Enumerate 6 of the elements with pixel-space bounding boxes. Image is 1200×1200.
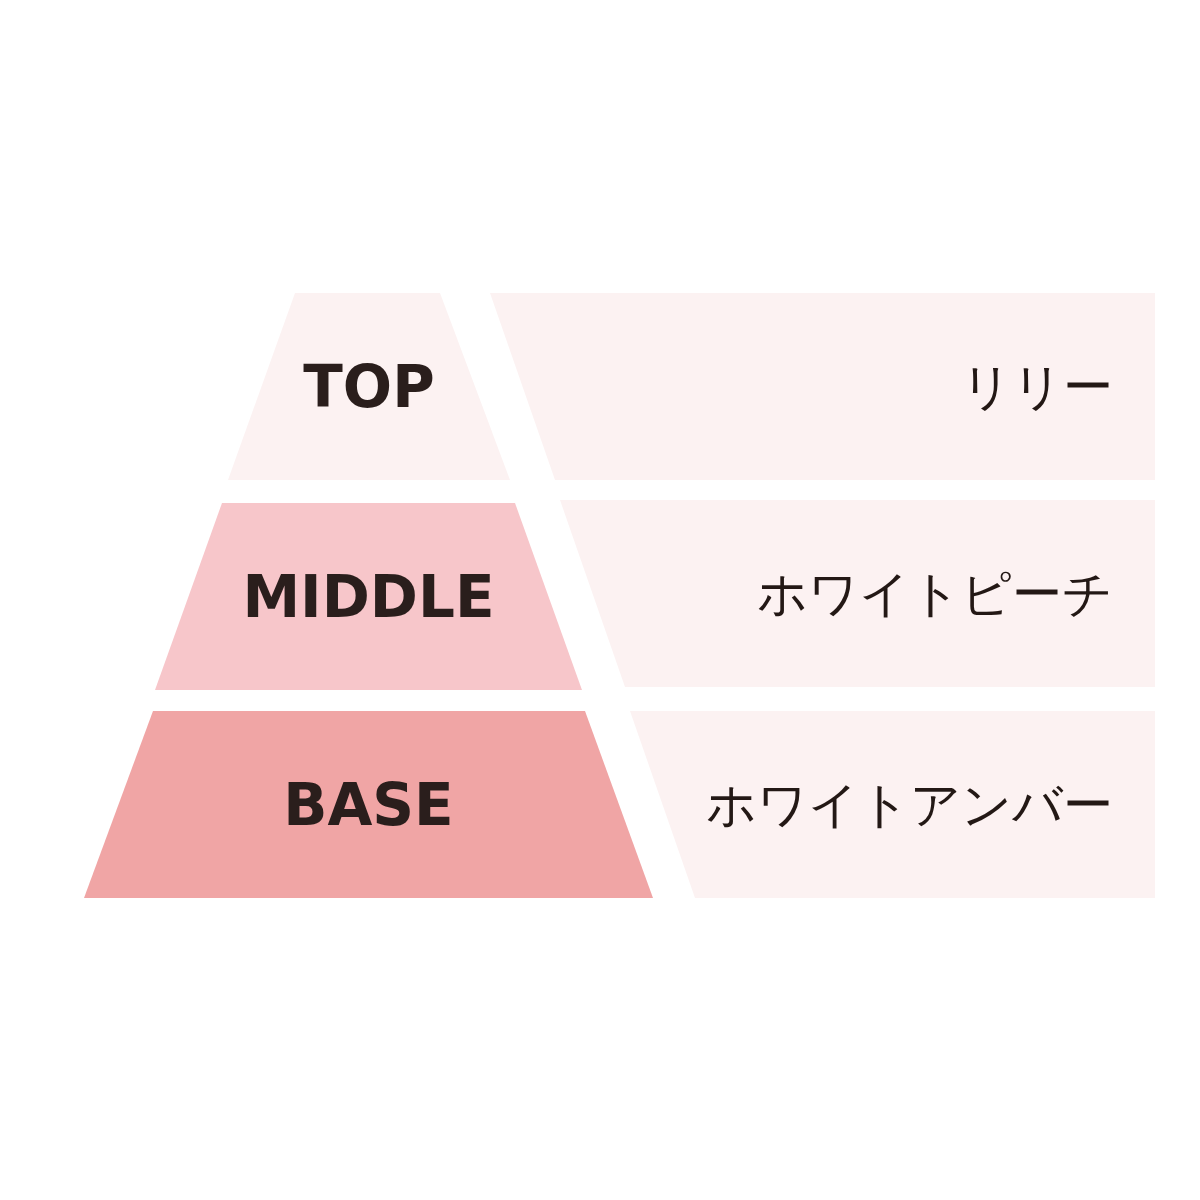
note-name: ホワイトアンバー [706,774,1113,835]
tier-label: MIDDLE [241,562,496,631]
tier-label: BASE [282,770,455,839]
tier-label: TOP [302,352,436,421]
note-name: ホワイトピーチ [757,563,1113,624]
note-name: リリー [961,356,1113,417]
